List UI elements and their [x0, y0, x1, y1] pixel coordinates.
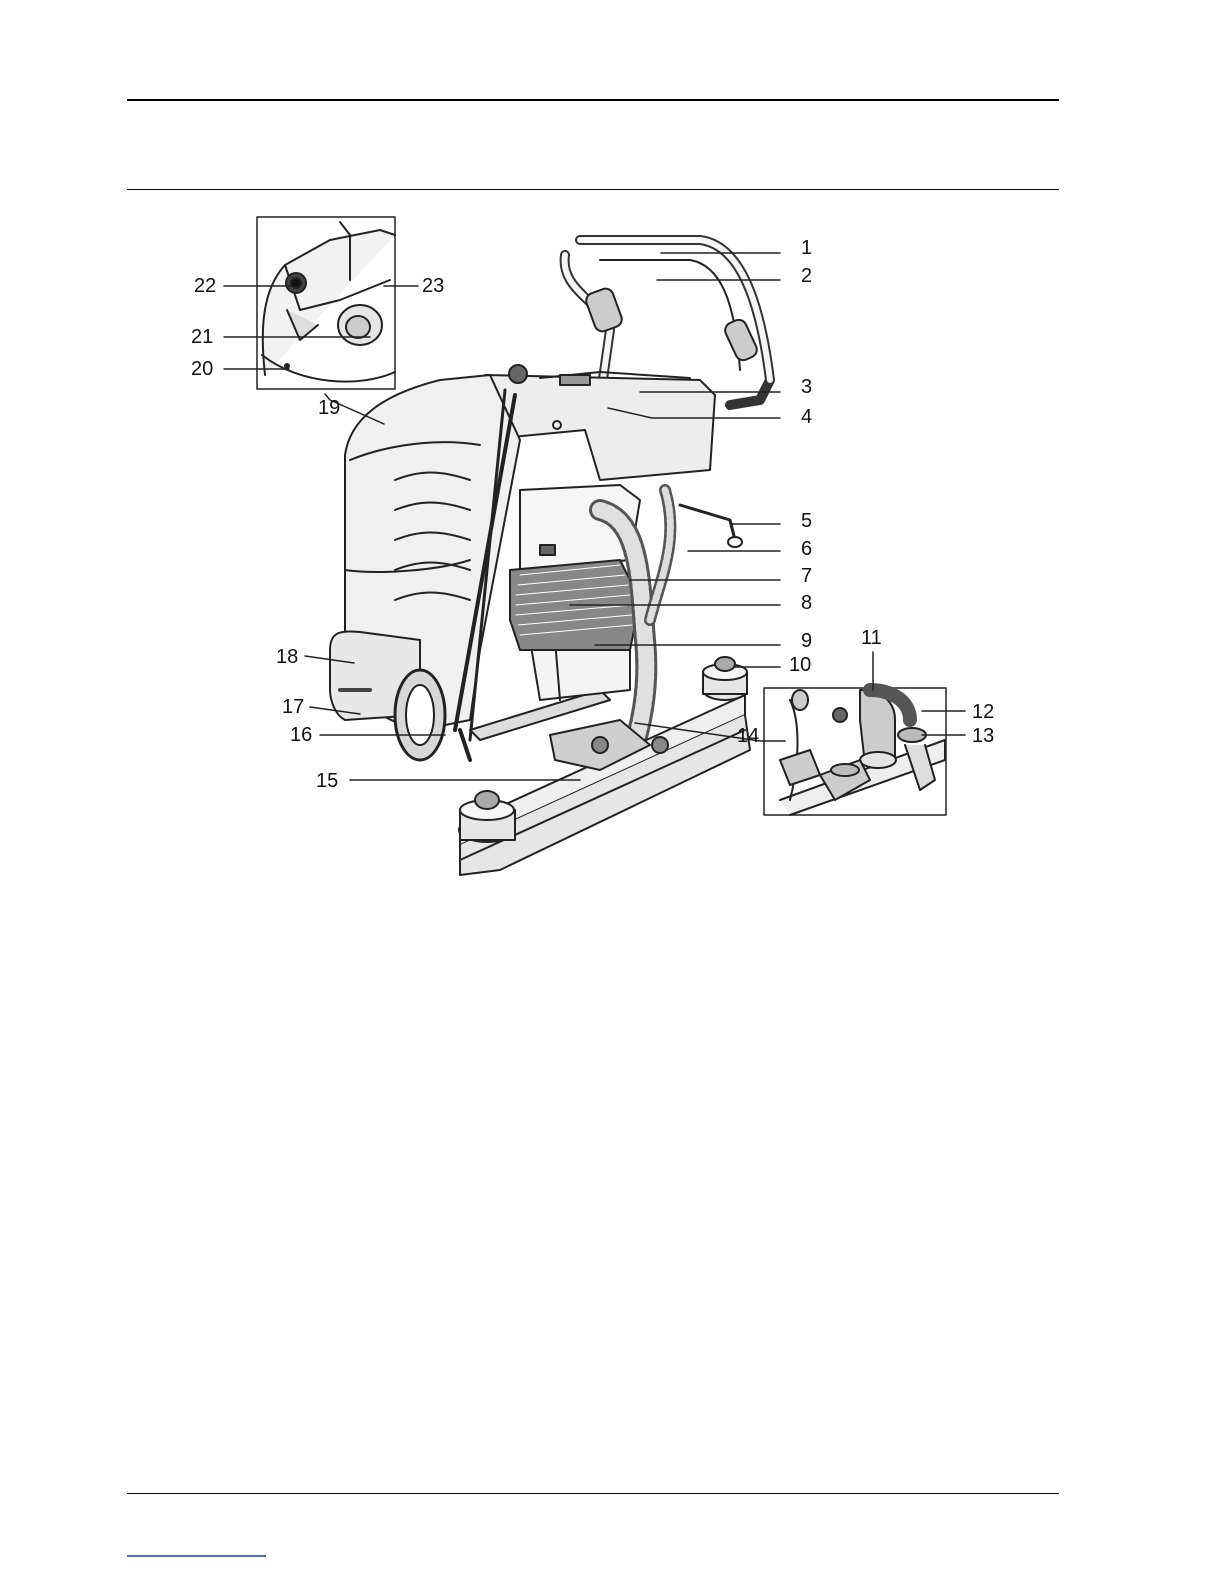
callout-12: 12: [972, 702, 994, 722]
callout-13: 13: [972, 726, 994, 746]
callout-21: 21: [191, 327, 213, 347]
callout-19: 19: [318, 398, 340, 418]
callout-2: 2: [801, 266, 812, 286]
callout-11: 11: [861, 628, 882, 648]
callout-15: 15: [316, 771, 338, 791]
callout-5: 5: [801, 511, 812, 531]
callout-17: 17: [282, 697, 304, 717]
callout-9: 9: [801, 631, 812, 651]
callout-3: 3: [801, 377, 812, 397]
callout-6: 6: [801, 539, 812, 559]
footer-rule: [127, 1493, 1059, 1494]
callout-10: 10: [789, 655, 811, 675]
machine-illustration: [0, 0, 1225, 900]
callout-22: 22: [194, 276, 216, 296]
callout-7: 7: [801, 566, 812, 586]
footer-link-underline[interactable]: [127, 1555, 266, 1557]
callout-20: 20: [191, 359, 213, 379]
callout-23: 23: [422, 276, 444, 296]
callout-18: 18: [276, 647, 298, 667]
callout-1: 1: [801, 238, 812, 258]
callout-4: 4: [801, 407, 812, 427]
callout-8: 8: [801, 593, 812, 613]
callout-16: 16: [290, 725, 312, 745]
callout-14: 14: [737, 726, 759, 746]
